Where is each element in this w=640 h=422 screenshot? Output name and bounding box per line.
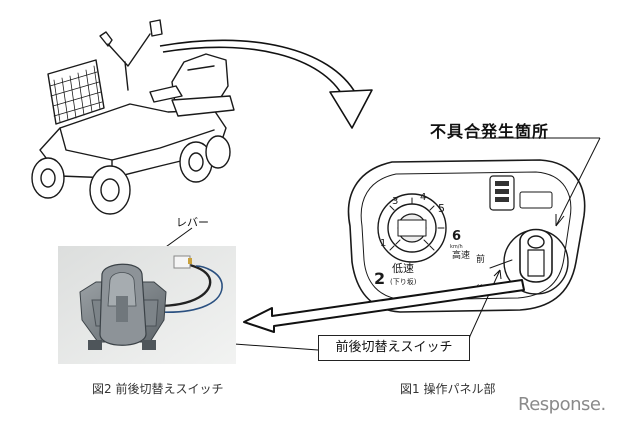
key-switch (489, 228, 569, 295)
speed-low-sub-label: (下り坂) (390, 277, 417, 286)
switch-photo (58, 246, 236, 364)
dial-number-4: 4 (420, 192, 426, 203)
scooter-illustration (31, 19, 235, 215)
curved-arrow (159, 39, 373, 129)
dial-number-1: 1 (380, 238, 386, 249)
battery-indicator (489, 175, 553, 211)
response-watermark: Response. (518, 394, 606, 415)
dial-number-2: 2 (374, 269, 385, 288)
direction-forward-label: 前 (476, 253, 485, 265)
speed-unit-label: km/h (450, 244, 463, 250)
speed-dial (377, 193, 447, 263)
defect-location-label: 不具合発生箇所 (430, 122, 550, 141)
speed-high-label: 高速 (452, 249, 470, 261)
lever-label: レバー (176, 216, 209, 229)
figure2-caption: 図2 前後切替えスイッチ (92, 382, 224, 396)
dial-number-5: 5 (438, 202, 445, 215)
figure1-caption: 図1 操作パネル部 (400, 382, 496, 396)
hollow-arrow (243, 279, 525, 333)
dial-number-6: 6 (452, 229, 461, 244)
operation-panel: 1 2 3 4 5 6 低速 (下り坂) 高速 km/h 前 後 (347, 159, 586, 313)
switch-callout-box: 前後切替えスイッチ (318, 335, 470, 361)
speed-low-label: 低速 (392, 262, 414, 275)
dial-number-3: 3 (392, 196, 398, 207)
